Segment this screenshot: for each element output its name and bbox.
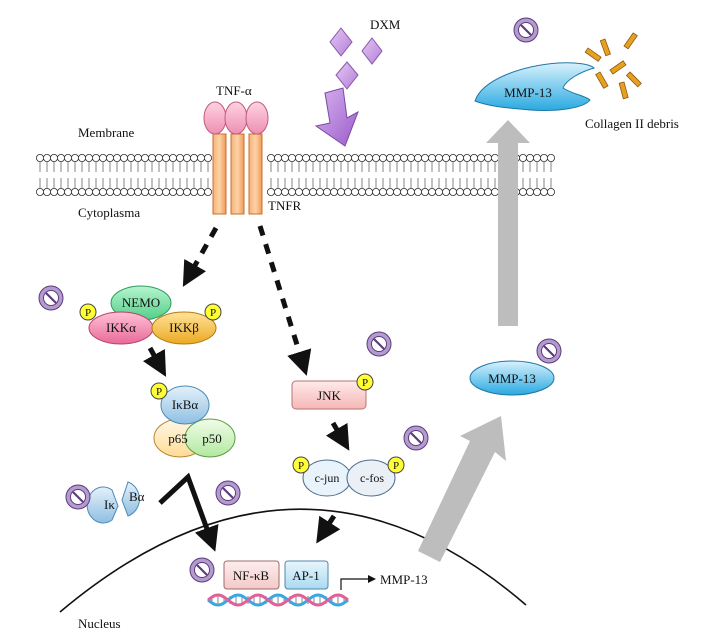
- ap1-label: AP-1: [292, 568, 319, 583]
- phosphate-label: P: [156, 386, 162, 398]
- nemo-label: NEMO: [122, 295, 160, 310]
- dxm-molecule-icon: [329, 27, 383, 90]
- mmp13-cytoplasm: [469, 360, 555, 396]
- p50-label: p50: [202, 431, 222, 446]
- secretion-arrow-diagonal: [418, 416, 506, 562]
- membrane-label: Membrane: [78, 125, 135, 140]
- phosphate-icon: P: [387, 456, 405, 474]
- ik-fragment-label: Iκ: [104, 497, 115, 512]
- phosphate-label: P: [85, 307, 91, 319]
- mmp13-gene-label: MMP-13: [380, 572, 428, 587]
- mmp13-cyto-label: MMP-13: [488, 371, 536, 386]
- collagen-label: Collagen II debris: [585, 116, 679, 131]
- phosphate-icon: P: [79, 303, 97, 321]
- phosphate-icon: P: [292, 456, 310, 474]
- jnk-label: JNK: [317, 388, 341, 403]
- inhibition-icon: [513, 17, 539, 43]
- ikk-beta-label: IKKβ: [169, 320, 199, 335]
- ikk-alpha-label: IKKα: [106, 320, 136, 335]
- phosphate-label: P: [298, 460, 304, 472]
- ikb-fragments: [86, 481, 140, 524]
- inhibition-icon: [65, 484, 91, 510]
- c-fos-label: c-fos: [360, 471, 384, 485]
- mmp13-extracellular: [474, 62, 595, 111]
- p65-label: p65: [168, 431, 188, 446]
- collagen-fragments: [584, 32, 642, 100]
- inhibition-icon: [366, 331, 392, 357]
- inhibition-icon: [403, 425, 429, 451]
- phosphate-label: P: [362, 377, 368, 389]
- dxm-entry-arrow: [314, 87, 359, 147]
- tnfr-label: TNFR: [268, 198, 302, 213]
- ikk-complex: [88, 285, 217, 345]
- ikb-alpha-label: IκBα: [172, 397, 199, 412]
- mmp13-extra-label: MMP-13: [504, 85, 552, 100]
- nf-kb-label: NF-κB: [233, 568, 269, 583]
- nfkb-ikb-complex: [153, 385, 236, 458]
- lipid-bilayer: [36, 153, 556, 196]
- step-arrows: [143, 346, 350, 552]
- phosphate-icon: P: [150, 382, 168, 400]
- jnk-box: [291, 380, 367, 410]
- signal-arrows: [182, 225, 312, 376]
- ap1-complex: [302, 459, 396, 497]
- inhibition-icon: [536, 338, 562, 364]
- tnf-alpha-label: TNF-α: [216, 83, 252, 98]
- inhibition-icon: [215, 480, 241, 506]
- transcription-arrow: [340, 578, 368, 590]
- phosphate-label: P: [393, 460, 399, 472]
- transcription-arrowhead: [368, 575, 376, 583]
- phosphate-icon: P: [204, 303, 222, 321]
- inhibition-icon: [189, 557, 215, 583]
- secretion-arrow-vertical: [486, 120, 530, 326]
- balpha-fragment-label: Bα: [129, 489, 145, 504]
- cytoplasma-label: Cytoplasma: [78, 205, 140, 220]
- phosphate-label: P: [210, 307, 216, 319]
- nucleus-envelope: [59, 508, 527, 613]
- nf-kb-box: [223, 560, 280, 590]
- inhibition-icon: [38, 285, 64, 311]
- dxm-label: DXM: [370, 17, 401, 32]
- phospho-group: P P P P P P: [79, 303, 405, 474]
- phosphate-icon: P: [356, 373, 374, 391]
- nucleus-label: Nucleus: [78, 616, 121, 631]
- tnf-receptor: [203, 101, 269, 215]
- inhibitor-group: [38, 17, 562, 583]
- ap1-box: [284, 560, 329, 590]
- c-jun-label: c-jun: [315, 471, 340, 485]
- dna-helix: [207, 593, 349, 607]
